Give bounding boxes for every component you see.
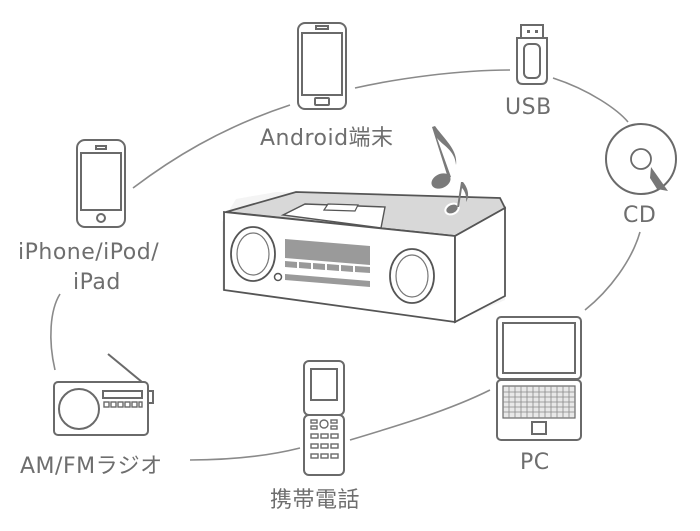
radio-label: AM/FMラジオ [20,454,163,479]
cd-slot [285,274,370,287]
cd-disc-icon [605,123,677,195]
right-speaker [389,248,435,304]
radio-icon [53,353,154,436]
connection-ring [50,69,641,461]
pc-label: PC [520,450,550,475]
usb-label: USB [505,95,552,120]
usb-drive-icon [516,24,548,85]
ring-segment [354,69,511,89]
iphone-label: iPhone/iPod/ [18,240,160,265]
ring-segment [552,77,629,123]
android-label: Android端末 [260,126,394,151]
display [285,239,370,265]
cd-label: CD [623,203,657,228]
music-notes-icon [431,126,469,216]
dock [280,203,386,229]
flip-phone-icon [303,360,345,476]
ring-segment [50,293,61,371]
ring-segment [584,231,641,311]
power-knob [273,272,283,282]
ring-segment [349,389,491,441]
left-speaker [230,226,276,282]
mobile-label: 携帯電話 [270,488,361,513]
ipad-label: iPad [73,270,121,295]
ring-segment [189,447,301,461]
laptop-icon [496,316,582,441]
iphone-icon [76,139,126,228]
ring-segment [132,104,291,189]
control-buttons [285,261,370,273]
smartphone-icon [297,22,347,110]
side-panel [454,206,506,324]
audio-system [222,191,507,324]
